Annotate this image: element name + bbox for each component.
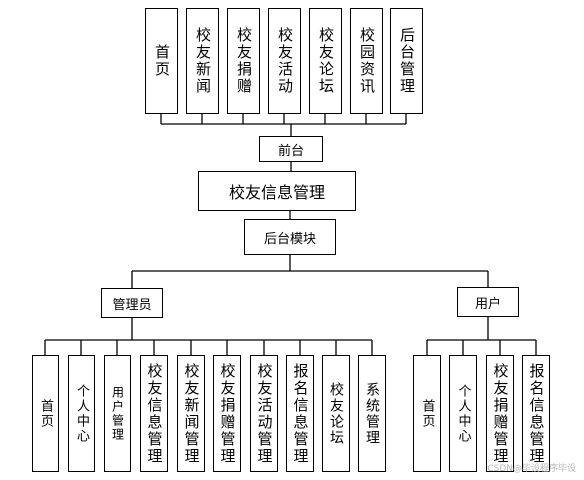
user-node-alumni-donation-management: 校友捐赠管理	[486, 355, 514, 472]
admin-node-alumni-activity-management: 校友活动管理	[250, 355, 278, 472]
watermark: CSDN@毕设程序毕设	[487, 464, 576, 474]
user-node-home: 首页	[413, 355, 441, 472]
front-end-node: 前台	[259, 136, 323, 162]
user-node-registration-info-management: 报名信息管理	[522, 355, 550, 472]
admin-node-alumni-donation-management: 校友捐赠管理	[213, 355, 241, 472]
admin-node-user-management: 用户管理	[104, 355, 131, 472]
front-node-alumni-activity: 校友活动	[268, 8, 301, 114]
front-node-backend-admin: 后台管理	[390, 8, 423, 114]
admin-role-node: 管理员	[101, 288, 163, 318]
user-node-personal-center: 个人中心	[449, 355, 477, 472]
admin-node-home: 首页	[32, 355, 59, 472]
front-node-home: 首页	[145, 8, 178, 114]
admin-node-registration-info-management: 报名信息管理	[286, 355, 314, 472]
admin-node-alumni-info-management: 校友信息管理	[140, 355, 168, 472]
user-role-node: 用户	[457, 287, 519, 317]
front-node-alumni-forum: 校友论坛	[309, 8, 342, 114]
front-node-alumni-news: 校友新闻	[186, 8, 219, 114]
front-node-alumni-donation: 校友捐赠	[227, 8, 260, 114]
admin-node-personal-center: 个人中心	[68, 355, 95, 472]
admin-node-alumni-news-management: 校友新闻管理	[177, 355, 205, 472]
front-node-campus-info: 校园资讯	[350, 8, 383, 114]
admin-node-alumni-forum: 校友论坛	[322, 355, 350, 472]
backend-module-node: 后台模块	[244, 219, 336, 255]
admin-node-system-management: 系统管理	[358, 355, 386, 472]
system-root-node: 校友信息管理	[198, 171, 356, 211]
